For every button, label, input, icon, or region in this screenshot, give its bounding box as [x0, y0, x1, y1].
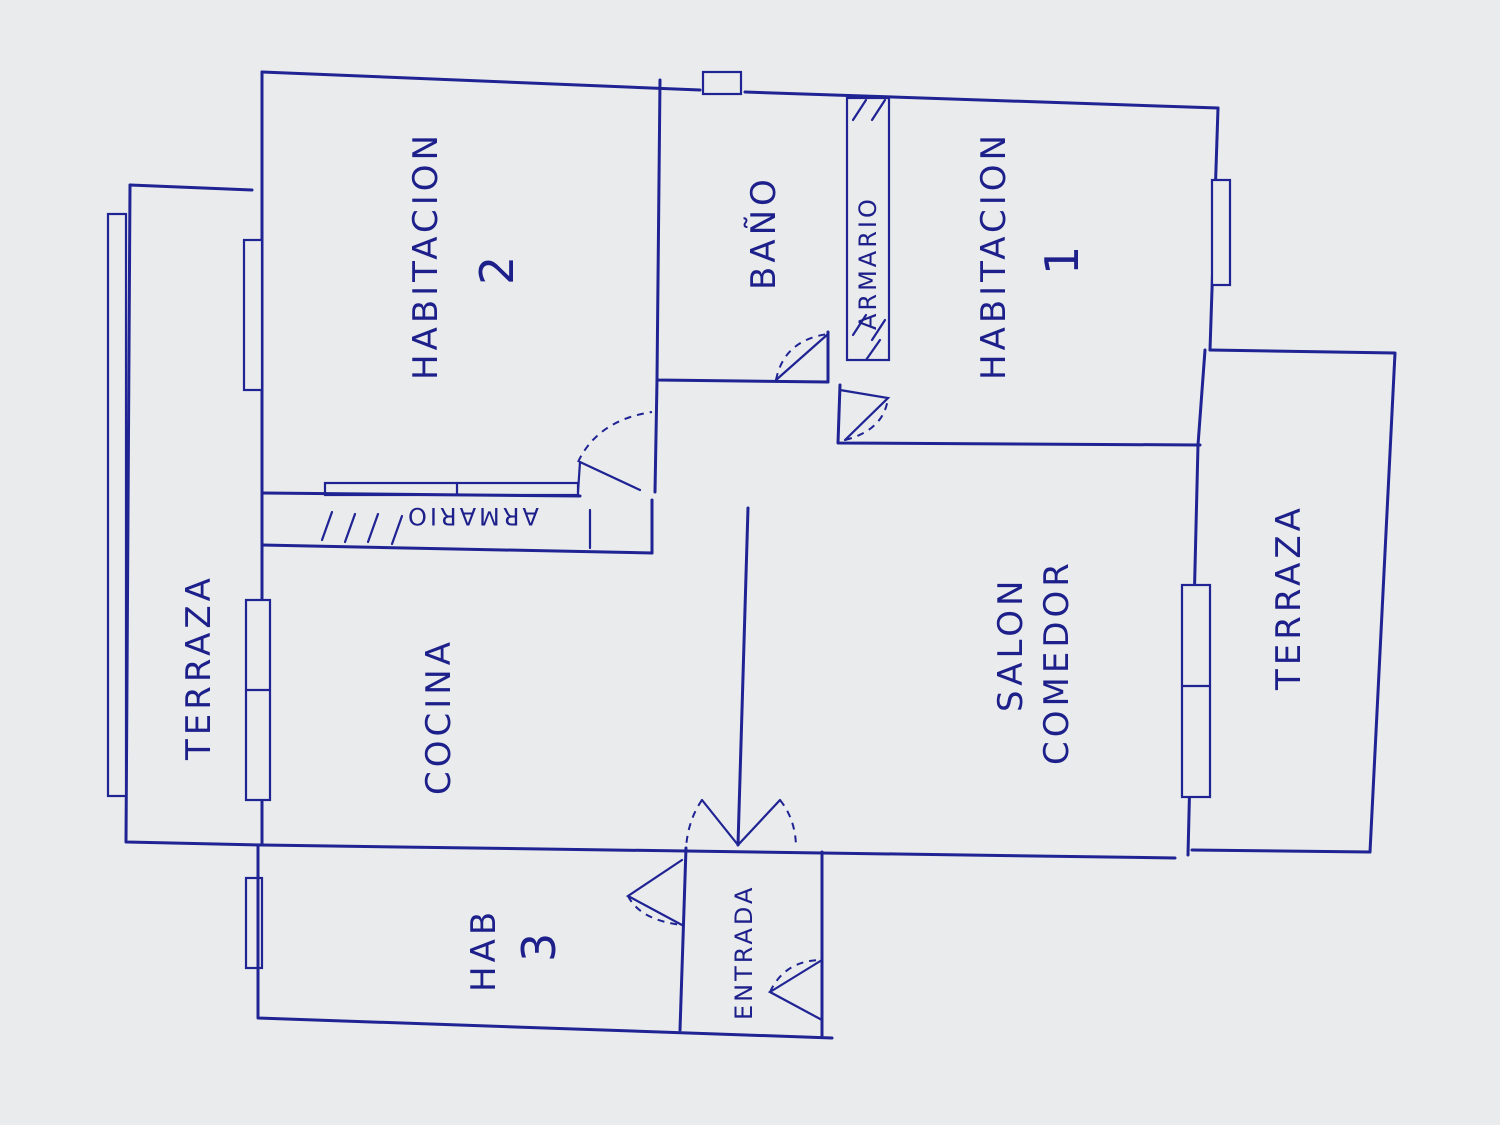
svg-text:BAÑO: BAÑO	[744, 175, 784, 290]
svg-text:TERRAZA: TERRAZA	[1269, 504, 1309, 691]
svg-text:3: 3	[512, 933, 566, 962]
terrace-railing	[106, 212, 128, 798]
svg-text:COMEDOR: COMEDOR	[1037, 559, 1077, 765]
svg-text:TERRAZA: TERRAZA	[179, 574, 219, 761]
window-cocina	[244, 598, 272, 802]
svg-text:COCINA: COCINA	[419, 638, 459, 795]
terraza-left-area	[106, 183, 264, 847]
label-hab-3: HAB 3	[464, 908, 566, 992]
svg-text:HABITACION: HABITACION	[406, 131, 446, 380]
svg-text:ENTRADA: ENTRADA	[730, 885, 758, 1020]
doors	[576, 332, 891, 1022]
armario-top-unit	[845, 96, 891, 362]
svg-text:SALON: SALON	[991, 577, 1031, 712]
svg-text:2: 2	[470, 256, 524, 285]
label-terraza-left: TERRAZA	[179, 574, 219, 761]
label-cocina: COCINA	[419, 638, 459, 795]
window-bano	[701, 70, 743, 96]
label-armario-top: ARMARIO	[854, 196, 882, 330]
window-hab-3	[244, 876, 264, 970]
svg-text:1: 1	[1035, 246, 1089, 275]
terraza-right-area	[1190, 348, 1397, 854]
hab-3-entrada-block	[256, 843, 834, 1040]
windows	[242, 70, 1232, 970]
label-habitacion-2: HABITACION 2	[406, 131, 524, 380]
window-salon	[1180, 583, 1212, 799]
label-entrada: ENTRADA	[730, 885, 758, 1020]
svg-text:HABITACION: HABITACION	[974, 131, 1014, 380]
label-bano: BAÑO	[744, 175, 784, 290]
label-habitacion-1: HABITACION 1	[974, 131, 1089, 380]
svg-text:HAB: HAB	[464, 908, 504, 992]
svg-text:ARMARIO: ARMARIO	[854, 196, 882, 330]
window-habitacion-1	[1210, 178, 1232, 287]
label-salon-comedor: SALON COMEDOR	[991, 559, 1077, 765]
window-habitacion-2	[242, 238, 264, 392]
label-terraza-right: TERRAZA	[1269, 504, 1309, 691]
svg-text:ARMARIO: ARMARIO	[405, 502, 539, 530]
label-armario-mid: ARMARIO	[405, 502, 539, 530]
